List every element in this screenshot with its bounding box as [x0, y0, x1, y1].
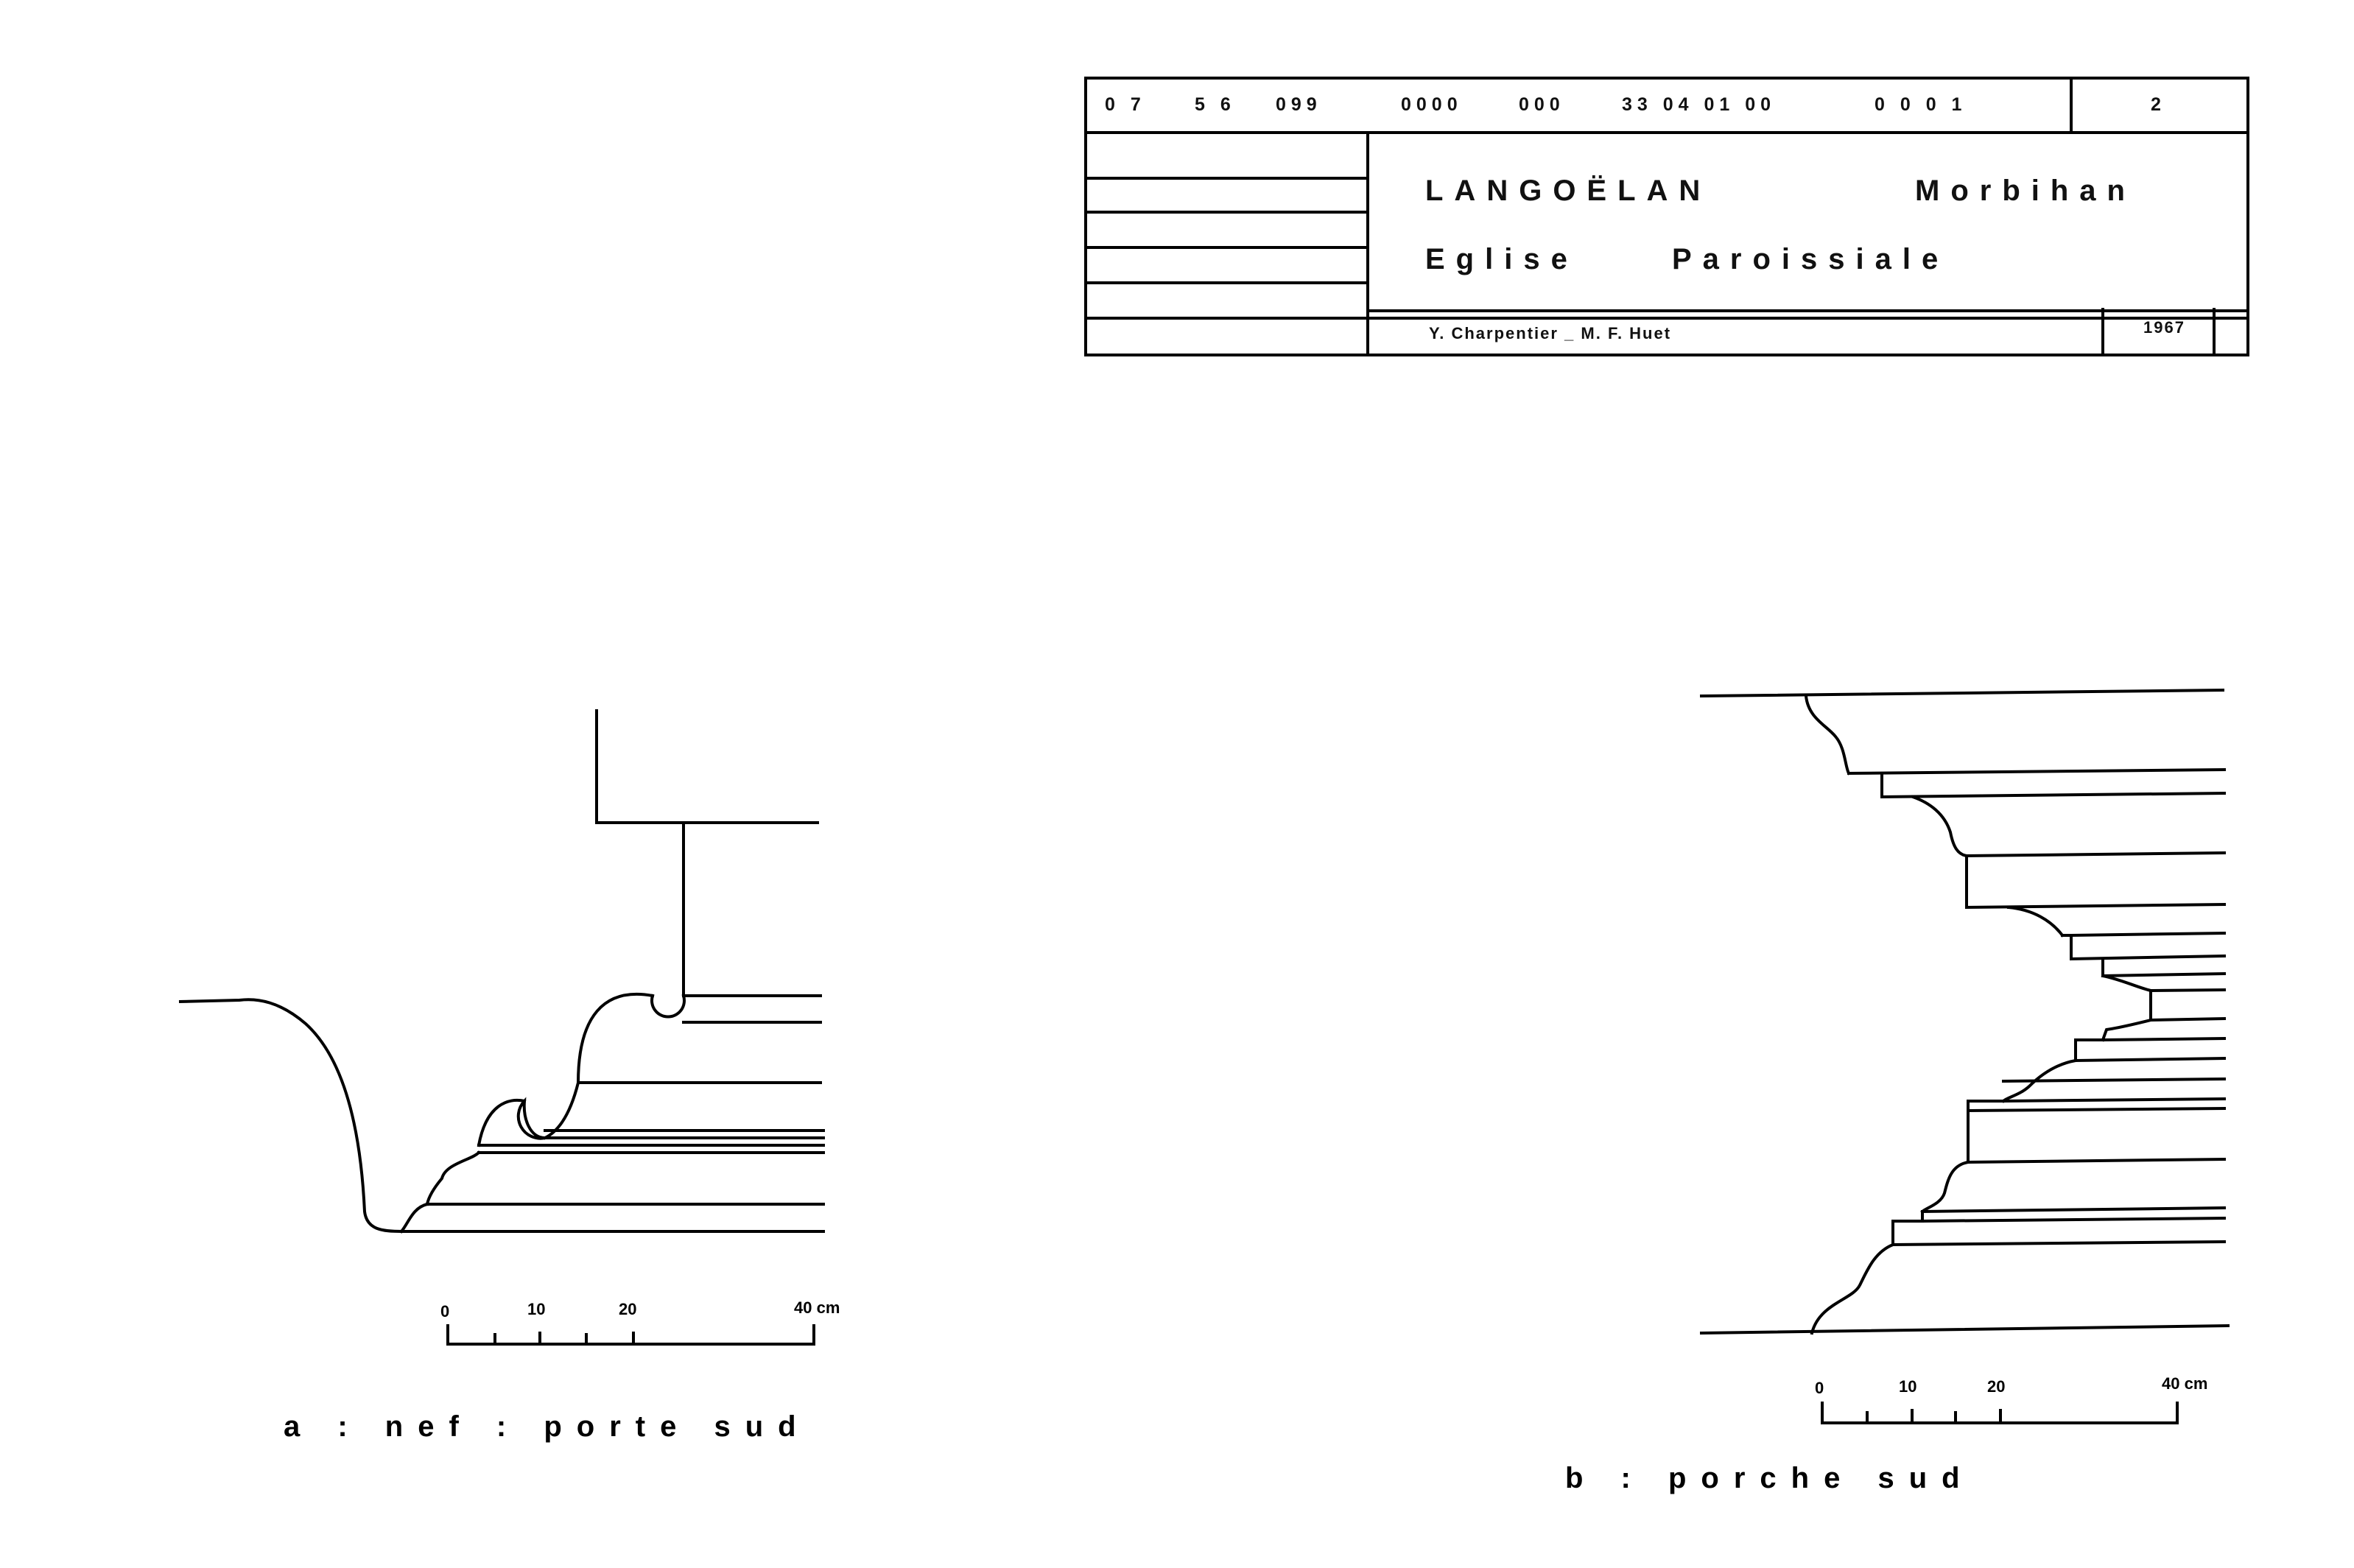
- scale-b-tick-20: 20: [1987, 1377, 2006, 1396]
- scale-a-tick-0: 0: [440, 1302, 450, 1321]
- code-classification: 33 04 01 00: [1622, 94, 1777, 115]
- profile-a: [178, 709, 825, 1234]
- scale-bar-a: [446, 1324, 815, 1346]
- profile-b: [1699, 688, 2230, 1335]
- code-parcel: 000: [1519, 94, 1565, 115]
- title-block-frame: [1084, 77, 2249, 356]
- scale-b-tick-10: 10: [1899, 1377, 1917, 1396]
- code-region: 5 6: [1195, 94, 1236, 115]
- caption-b: b : porche sud: [1565, 1462, 1975, 1494]
- sheet-number: 2: [2151, 94, 2166, 115]
- code-section: 0000: [1401, 94, 1463, 115]
- scale-a-tick-40: 40 cm: [794, 1298, 840, 1317]
- code-document: 0 0 0 1: [1875, 94, 1967, 115]
- code-commune: 099: [1276, 94, 1322, 115]
- authors: Y. Charpentier _ M. F. Huet: [1429, 324, 1672, 342]
- code-department: 0 7: [1105, 94, 1146, 115]
- scale-a-tick-20: 20: [619, 1300, 637, 1318]
- scale-a-tick-10: 10: [527, 1300, 546, 1318]
- scale-b-tick-0: 0: [1815, 1379, 1824, 1397]
- department-name: Morbihan: [1915, 175, 2136, 207]
- caption-a: a : nef : porte sud: [284, 1410, 811, 1443]
- building-type: Paroissiale: [1672, 243, 1950, 275]
- scale-b-tick-40: 40 cm: [2162, 1374, 2208, 1393]
- scale-bar-b: [1821, 1402, 2179, 1424]
- year: 1967: [2143, 318, 2185, 337]
- building-name: Eglise: [1425, 243, 1578, 275]
- commune-name: LANGOËLAN: [1425, 175, 1712, 207]
